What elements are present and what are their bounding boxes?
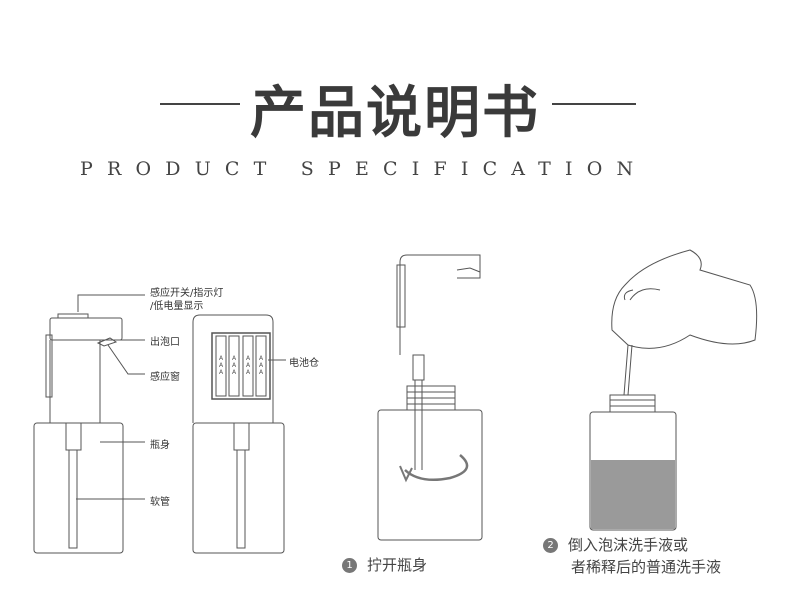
label-battery-compartment: 电池仓 [289,358,319,369]
step-1-number: 1 [342,558,357,573]
svg-text:A: A [259,355,264,362]
svg-text:A: A [219,362,224,369]
step2-illustration [589,249,758,531]
step-1-caption: 1 拧开瓶身 [342,554,427,575]
label-sensor-window: 感应窗 [150,372,180,383]
svg-text:A: A [232,355,237,362]
step-2-number: 2 [543,538,558,553]
svg-text:A: A [219,369,224,376]
step-1-text: 拧开瓶身 [367,556,428,574]
label-hose: 软管 [150,497,170,508]
svg-text:A: A [232,362,237,369]
dispenser-back-view: AAA AAA AAA AAA [192,314,286,554]
svg-text:A: A [246,362,251,369]
label-foam-outlet: 出泡口 [150,337,180,348]
step1-illustration [377,254,483,541]
label-bottle-body: 瓶身 [150,440,170,451]
step-2-text-line1: 倒入泡沫洗手液或 [568,536,689,554]
step-2-caption: 2 倒入泡沫洗手液或 [543,534,688,555]
svg-text:A: A [246,369,251,376]
title-rule-right [552,103,636,105]
title-rule-left [160,103,240,105]
page-title: 产品说明书 [250,80,540,146]
svg-text:A: A [232,369,237,376]
label-sensor-switch-2: /低电量显示 [150,301,204,312]
svg-text:A: A [259,362,264,369]
liquid-fill [591,460,675,529]
svg-text:A: A [259,369,264,376]
svg-text:A: A [219,355,224,362]
step-2-text-line2: 者稀释后的普通洗手液 [571,558,722,576]
dispenser-side-view [33,294,145,554]
label-sensor-switch-1: 感应开关/指示灯 [150,288,224,299]
svg-text:A: A [246,355,251,362]
page-subtitle: PRODUCT SPECIFICATION [80,158,648,180]
